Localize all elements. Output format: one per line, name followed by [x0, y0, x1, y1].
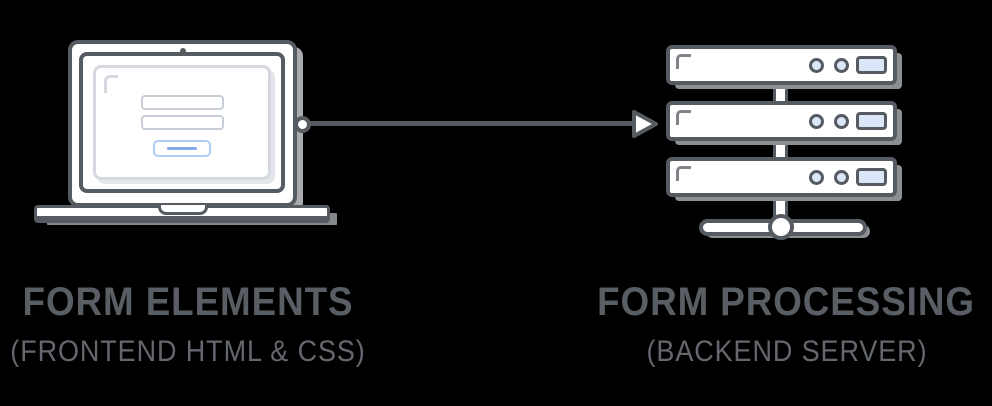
server-unit-icon: [666, 101, 897, 141]
indicator-light-icon: [834, 170, 849, 185]
corner-bracket-icon: [676, 166, 691, 181]
corner-bracket-icon: [104, 75, 118, 93]
form-submit-button: [153, 140, 211, 157]
webcam-dot-icon: [179, 48, 186, 54]
arrow-line: [302, 121, 632, 126]
form-input-field-1: [141, 95, 224, 110]
server-node-title: FORM PROCESSING: [597, 280, 975, 324]
indicator-light-icon: [834, 58, 849, 73]
server-stand-hub-icon: [768, 214, 794, 240]
indicator-light-icon: [834, 114, 849, 129]
laptop-node-title: FORM ELEMENTS: [22, 280, 354, 324]
drive-bay-icon: [856, 168, 887, 186]
indicator-light-icon: [809, 170, 824, 185]
laptop-screen-bezel: [79, 52, 285, 193]
server-unit-icon: [666, 45, 897, 85]
drive-bay-icon: [856, 112, 887, 130]
indicator-light-icon: [809, 114, 824, 129]
connector-dot-icon: [294, 116, 311, 133]
corner-bracket-icon: [676, 110, 691, 125]
form-input-field-2: [141, 115, 224, 130]
laptop-notch: [158, 205, 208, 215]
laptop-base: [34, 205, 330, 223]
server-unit-icon: [666, 157, 897, 197]
laptop-node-subtitle: (FRONTEND HTML & CSS): [10, 335, 366, 368]
laptop-icon: [68, 40, 297, 207]
server-node-subtitle: (BACKEND SERVER): [646, 335, 928, 368]
corner-bracket-icon: [676, 54, 691, 69]
indicator-light-icon: [809, 58, 824, 73]
button-label-line: [167, 147, 197, 150]
arrow-right-icon: [632, 110, 658, 138]
browser-window: [93, 65, 271, 180]
drive-bay-icon: [856, 56, 887, 74]
